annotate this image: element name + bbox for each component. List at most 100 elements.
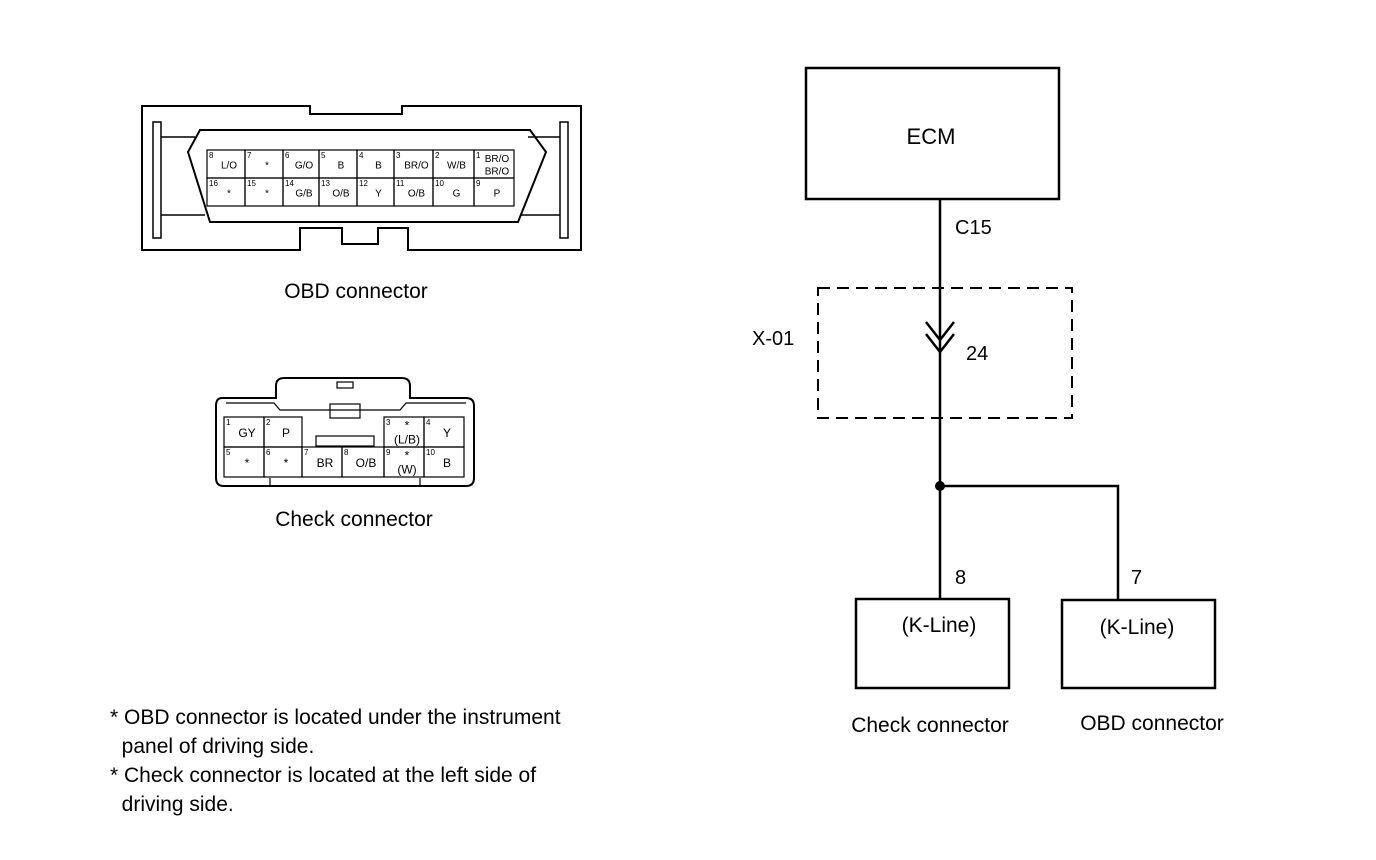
pin-number: 8 [209, 151, 214, 160]
pin-number: 15 [247, 179, 256, 188]
pin-cell: 12Y [356, 177, 395, 207]
pin-number: 1 [476, 151, 481, 160]
pin-cell: 9P [473, 177, 515, 207]
pin-cell: 6G/O [282, 149, 320, 179]
pin-number: 2 [266, 418, 271, 427]
pin-cell: 6* [263, 446, 303, 478]
pin-number: 9 [386, 448, 391, 457]
pin-wire-color: G [453, 188, 461, 199]
check-connector-box [854, 597, 1011, 690]
pin-wire-color: BR/O [485, 154, 510, 165]
junction-connector-symbol [925, 321, 955, 355]
pin-wire-color: * [284, 456, 289, 470]
pin-number: 3 [386, 418, 391, 427]
pin-wire-color: B [375, 160, 382, 171]
obd-box-label: (K-Line) [1100, 616, 1175, 639]
pin-wire-color: Y [375, 188, 382, 199]
pin-wire-color: * [405, 419, 410, 433]
pin-number: 3 [396, 151, 401, 160]
junction-box-dashed [817, 287, 1073, 419]
pin-number: 4 [426, 418, 431, 427]
pin-cell: 7BR [301, 446, 343, 478]
junction-label: X-01 [752, 328, 794, 350]
pin-wire-color: G/B [295, 188, 313, 199]
pin-cell: 4Y [423, 416, 465, 448]
pin-cell: 4B [356, 149, 395, 179]
note-obd-location: * OBD connector is located under the ins… [110, 706, 561, 758]
pin-cell: 13O/B [318, 177, 358, 207]
pin-number: 8 [344, 448, 349, 457]
pin-wire-color: O/B [332, 188, 350, 199]
pin-number: 4 [359, 151, 364, 160]
obd-branch-wire [940, 484, 1120, 600]
pin-cell: 11O/B [393, 177, 434, 207]
pin-cell: 5* [223, 446, 265, 478]
pin-number: 5 [226, 448, 231, 457]
pin-cell: 10G [432, 177, 475, 207]
pin-wire-color: W/B [447, 160, 466, 171]
check-connector-caption: Check connector [275, 508, 433, 531]
pin-number: 7 [304, 448, 309, 457]
pin-cell: 1GY [223, 416, 265, 448]
junction-terminal-label: 24 [966, 343, 988, 365]
pin-wire-color: P [494, 188, 501, 199]
pin-wire-color: O/B [356, 456, 377, 470]
check-box-label: (K-Line) [902, 614, 977, 637]
ecm-label: ECM [907, 124, 956, 149]
obd-terminal-label: 7 [1131, 567, 1142, 589]
pin-wire-color: * [245, 456, 250, 470]
pin-wire-color: BR [317, 456, 334, 470]
pin-cell: 9 *(W) [383, 446, 425, 478]
pin-wire-color: * [405, 449, 410, 463]
pin-number: 10 [435, 179, 444, 188]
obd-connector-caption-right: OBD connector [1080, 712, 1224, 735]
pin-wire-color: P [282, 426, 290, 440]
pin-number: 16 [209, 179, 218, 188]
pin-number: 2 [435, 151, 440, 160]
pin-wire-color-secondary: BR/O [485, 167, 510, 178]
pin-cell: 2W/B [432, 149, 475, 179]
pin-cell: 2P [263, 416, 303, 448]
pin-number: 11 [396, 179, 405, 188]
obd-connector-box [1060, 598, 1217, 690]
pin-cell: 3BR/O [393, 149, 434, 179]
pin-wire-color: B [338, 160, 345, 171]
pin-cell: 8L/O [206, 149, 246, 179]
pin-cell: 14G/B [282, 177, 320, 207]
pin-number: 13 [321, 179, 330, 188]
pin-wire-color: * [227, 188, 231, 199]
note-check-location: * Check connector is located at the left… [110, 764, 537, 816]
pin-cell: 15* [244, 177, 284, 207]
pin-wire-color: Y [443, 426, 451, 440]
pin-wire-color: BR/O [404, 160, 429, 171]
pin-wire-color-secondary: (L/B) [394, 432, 420, 446]
obd-connector [141, 105, 582, 251]
pin-cell: 10B [423, 446, 465, 478]
pin-number: 9 [476, 179, 481, 188]
pin-wire-color: * [265, 160, 269, 171]
check-connector-caption-right: Check connector [851, 714, 1009, 737]
obd-connector-caption: OBD connector [284, 280, 428, 303]
check-terminal-label: 8 [955, 567, 966, 589]
pin-number: 6 [285, 151, 290, 160]
ecm-box [804, 66, 1061, 201]
pin-cell: 16 * [206, 177, 246, 207]
pin-cell: 5B [318, 149, 358, 179]
pin-wire-color-secondary: (W) [397, 462, 416, 476]
pin-cell: 7* [244, 149, 284, 179]
pin-cell: 8O/B [341, 446, 385, 478]
pin-wire-color: G/O [295, 160, 314, 171]
ecm-terminal-label: C15 [955, 217, 992, 239]
pin-number: 6 [266, 448, 271, 457]
pin-wire-color: B [443, 456, 451, 470]
pin-wire-color: L/O [221, 160, 237, 171]
pin-number: 1 [226, 418, 231, 427]
pin-wire-color: O/B [408, 188, 426, 199]
pin-number: 5 [321, 151, 326, 160]
check-connector [215, 377, 475, 487]
pin-number: 7 [247, 151, 252, 160]
